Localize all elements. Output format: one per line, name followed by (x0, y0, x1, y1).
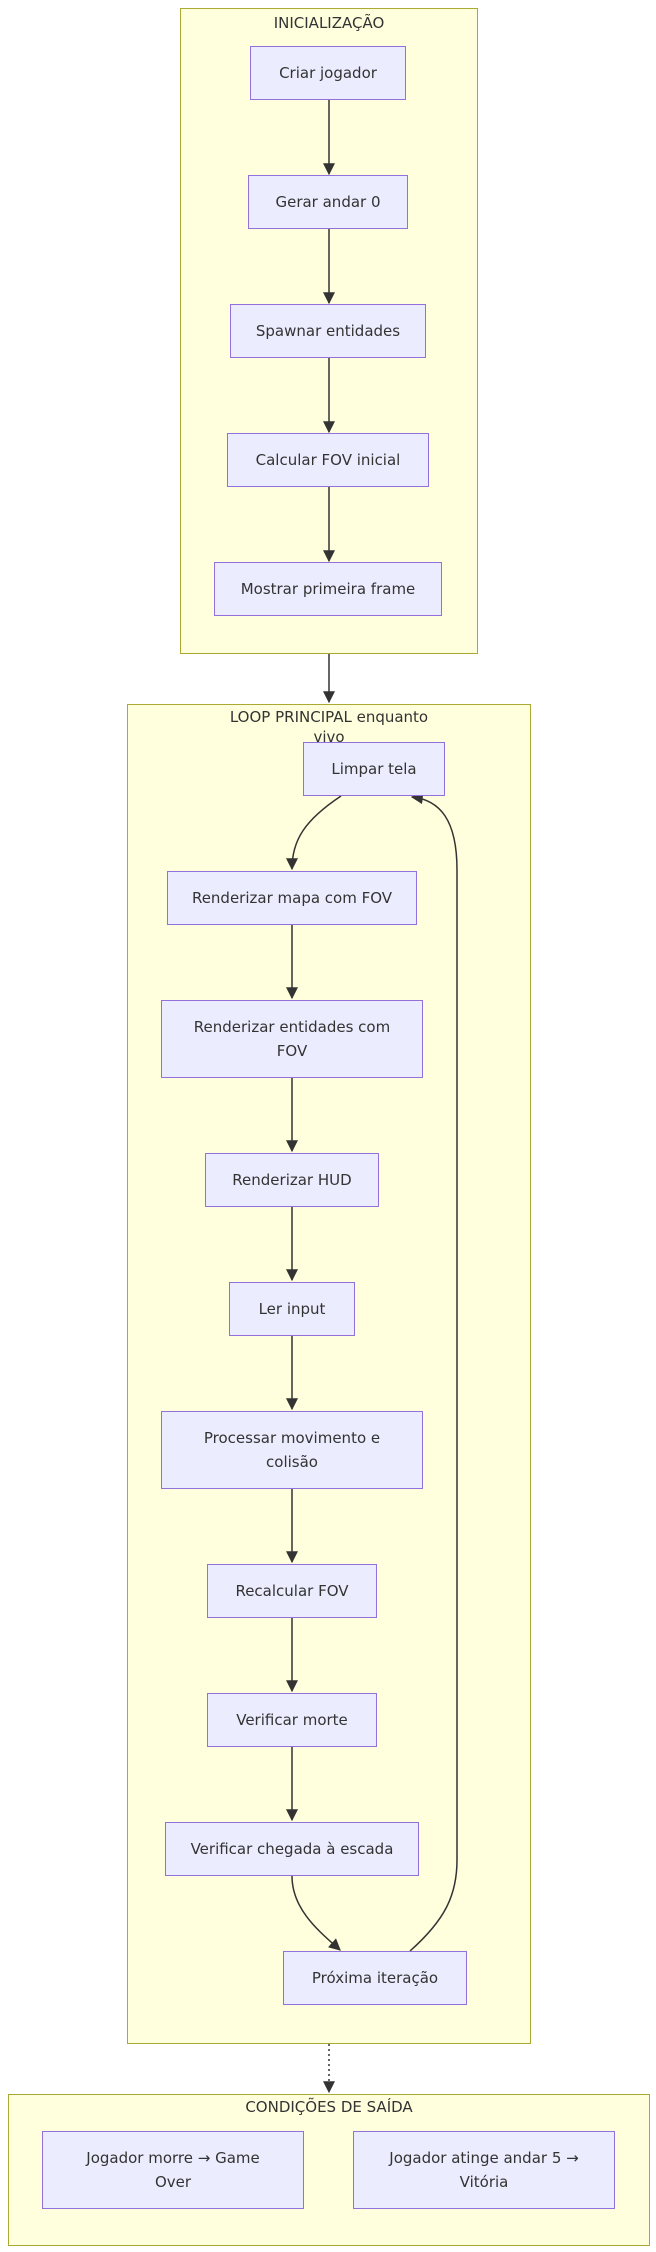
edge-limpar-renderizar-mapa (286, 795, 342, 871)
node-verificar-escada: Verificar chegada à escada (165, 1822, 419, 1876)
edge-escada-proxima (291, 1875, 341, 1951)
node-vitoria: Jogador atinge andar 5 → Vitória (353, 2131, 615, 2209)
node-spawnar-entidades: Spawnar entidades (230, 304, 426, 358)
node-renderizar-hud: Renderizar HUD (205, 1153, 379, 1207)
node-ler-input: Ler input (229, 1282, 355, 1336)
node-proxima-iteracao: Próxima iteração (283, 1951, 467, 2005)
node-renderizar-mapa: Renderizar mapa com FOV (167, 871, 417, 925)
cluster-condicoes-saida-title: CONDIÇÕES DE SAÍDA (245, 2098, 413, 2116)
node-gerar-andar-0: Gerar andar 0 (248, 175, 408, 229)
edge-proxima-limpar (409, 792, 458, 1952)
cluster-loop-principal-title: LOOP PRINCIPAL enquanto vivo (229, 708, 429, 743)
node-criar-jogador: Criar jogador (250, 46, 406, 100)
node-calcular-fov-inicial: Calcular FOV inicial (227, 433, 429, 487)
cluster-inicializacao-title: INICIALIZAÇÃO (273, 14, 385, 32)
cluster-loop-principal: LOOP PRINCIPAL enquanto vivo (127, 704, 531, 2044)
node-renderizar-entidades: Renderizar entidades com FOV (161, 1000, 423, 1078)
node-processar-movimento: Processar movimento e colisão (161, 1411, 423, 1489)
node-verificar-morte: Verificar morte (207, 1693, 377, 1747)
node-limpar-tela: Limpar tela (303, 742, 445, 796)
node-recalcular-fov: Recalcular FOV (207, 1564, 377, 1618)
node-mostrar-primeira-frame: Mostrar primeira frame (214, 562, 442, 616)
node-game-over: Jogador morre → Game Over (42, 2131, 304, 2209)
